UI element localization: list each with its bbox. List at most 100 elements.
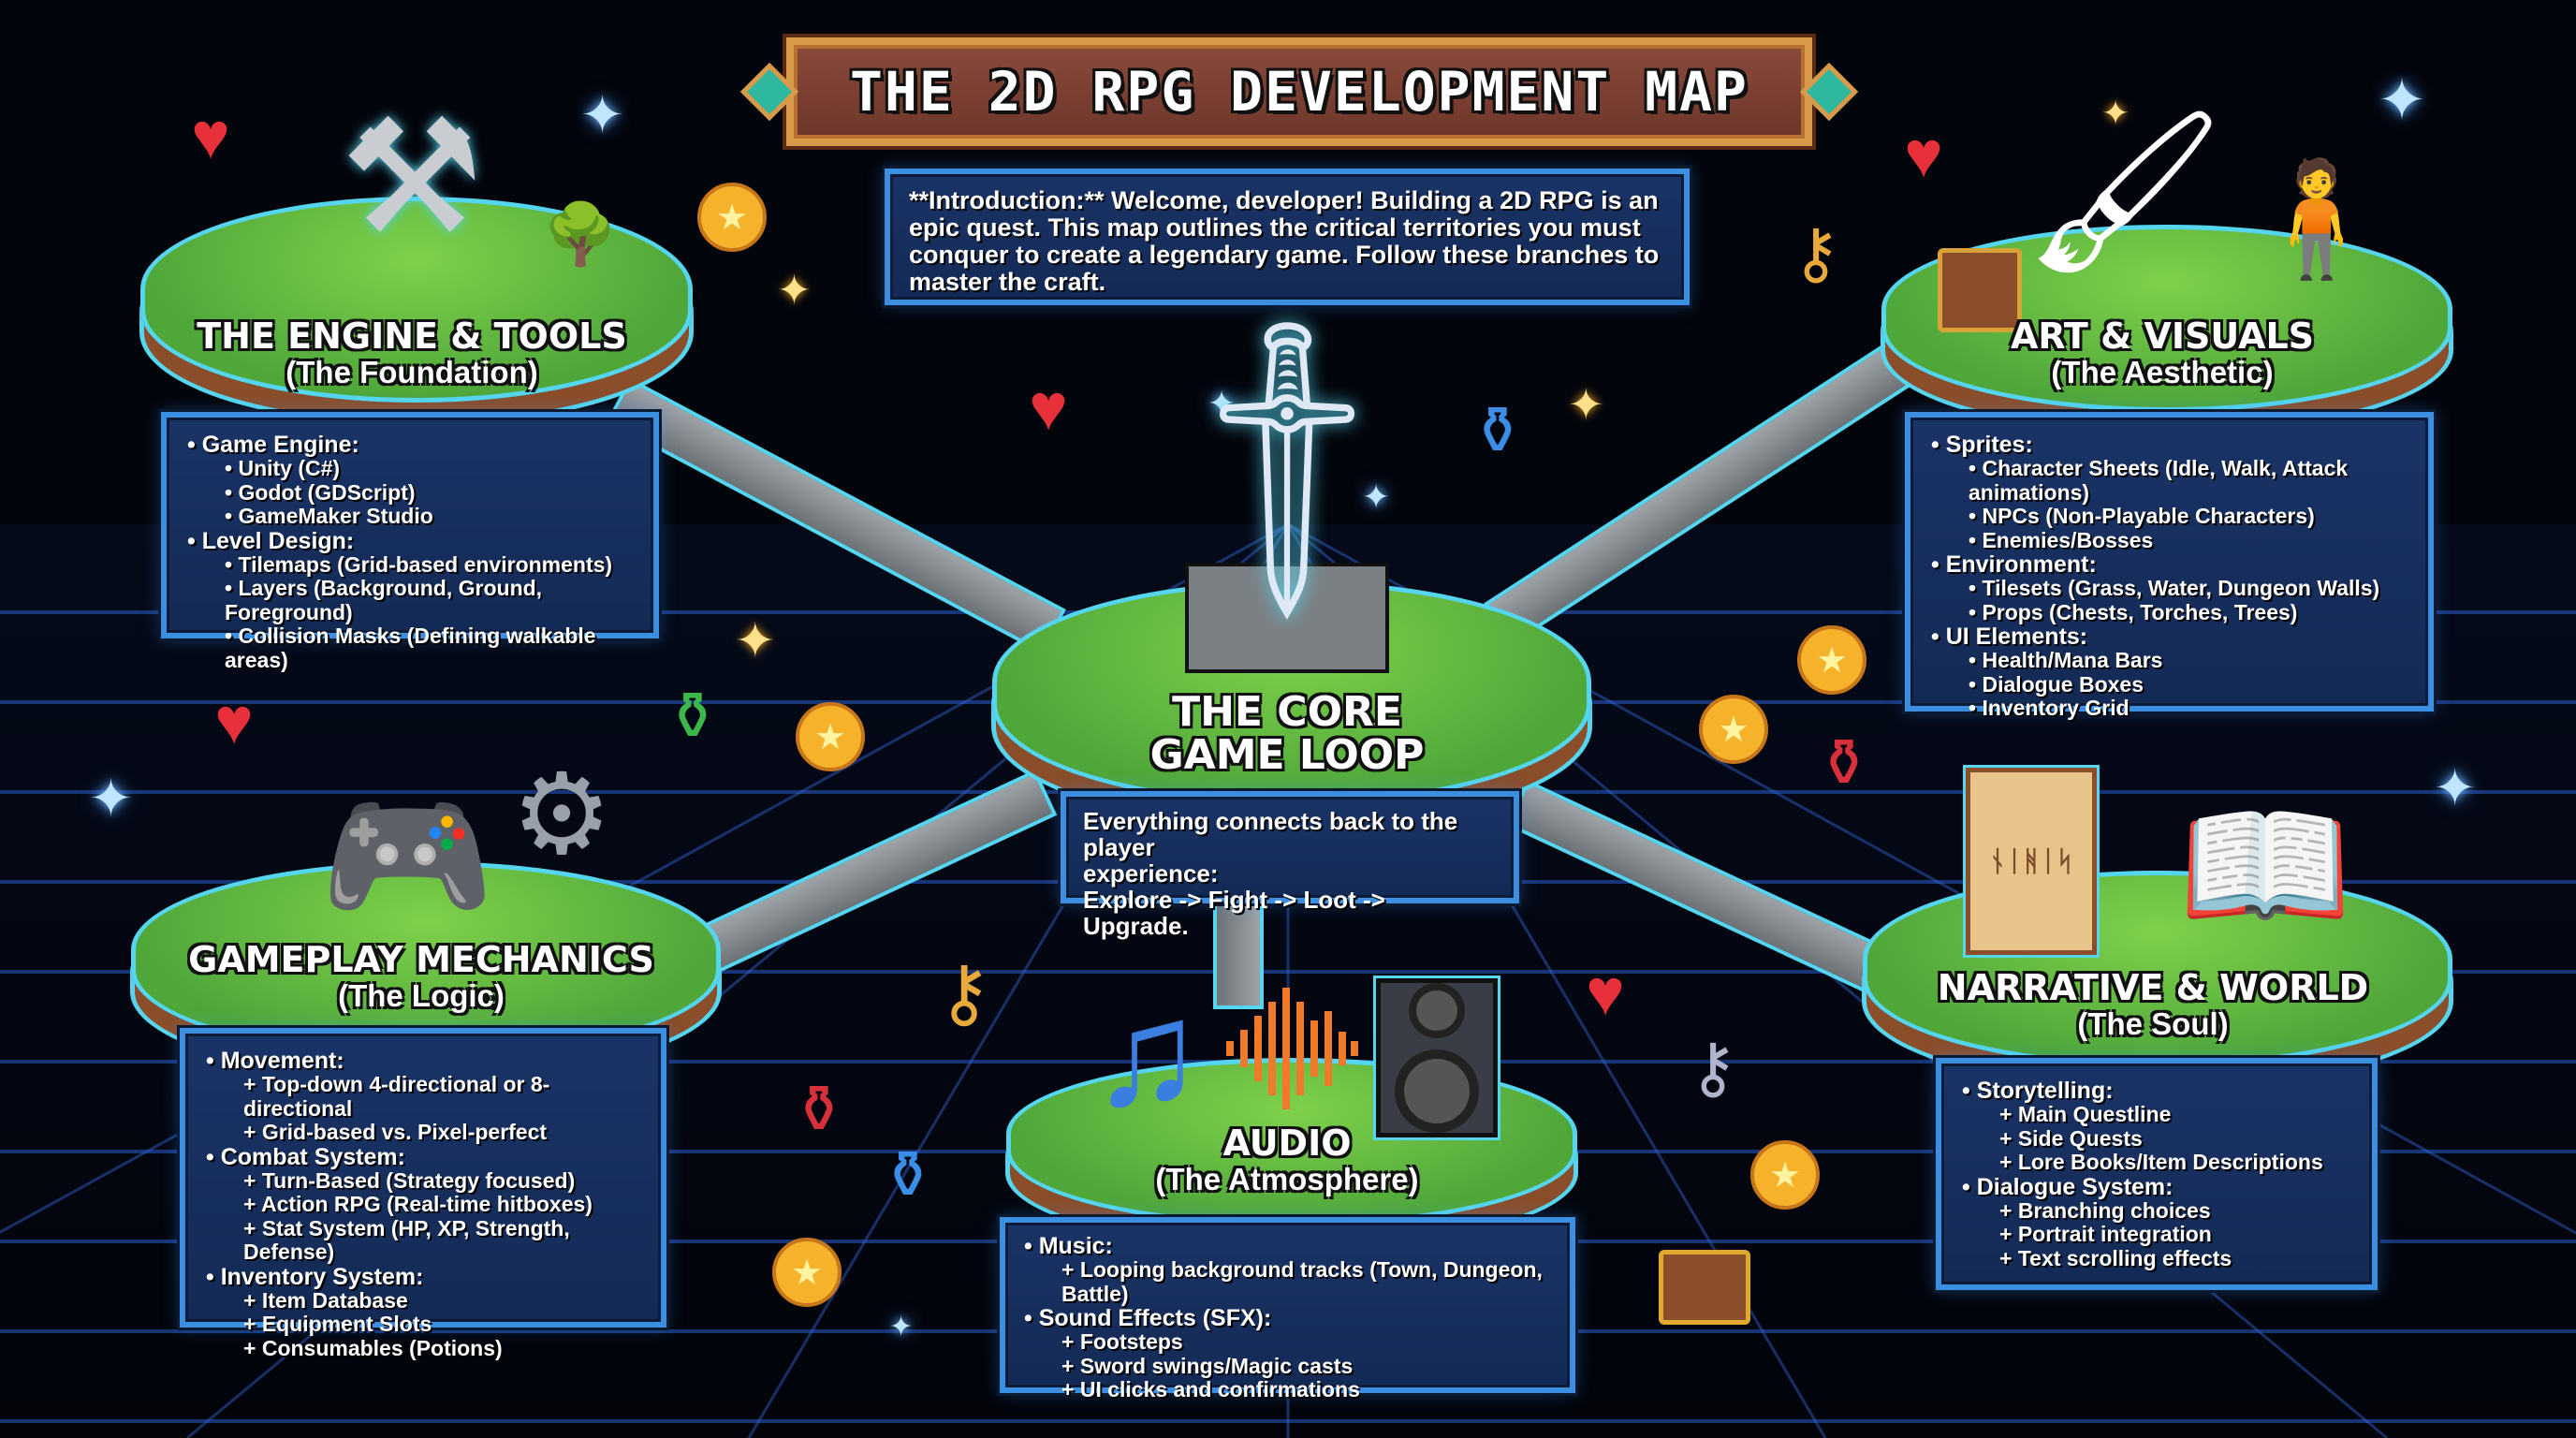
core-title: THE CORE GAME LOOP [1149, 688, 1425, 779]
list-item: Side Quests [1999, 1126, 2351, 1152]
list-item: Godot (GDScript) [225, 480, 633, 506]
potion-icon: ⚱ [665, 680, 721, 753]
gears-icon: ⚙ [511, 751, 612, 877]
tree-icon: 🌳 [543, 199, 618, 268]
island-mechanics [131, 861, 721, 1058]
scroll-icon: ᚾᛁᚻᛁᛋ [1966, 768, 2097, 955]
list-item: Inventory Grid [1969, 696, 2408, 721]
island-engine [140, 197, 693, 403]
mechanics-title: GAMEPLAY MECHANICS (The Logic) [188, 939, 654, 1013]
coin-icon: ★ [1699, 695, 1768, 764]
gem-icon [1799, 62, 1859, 122]
potion-icon: ⚱ [880, 1138, 936, 1211]
art-panel: Sprites: Character Sheets (Idle, Walk, A… [1905, 412, 2434, 720]
list-item: Looping background tracks (Town, Dungeon… [1061, 1257, 1551, 1306]
list-item: Layers (Background, Ground, Foreground) [225, 576, 633, 624]
list-item: Consumables (Potions) [243, 1336, 640, 1361]
list-item: Footsteps [1061, 1329, 1551, 1355]
sparkle-icon: ✦ [1362, 477, 1391, 516]
list-item: Turn-Based (Strategy focused) [243, 1168, 640, 1194]
list-item: Stat System (HP, XP, Strength, Defense) [243, 1216, 640, 1265]
audio-panel: Music: Looping background tracks (Town, … [1000, 1217, 1575, 1401]
list-item: Tilemaps (Grid-based environments) [225, 552, 633, 578]
list-item: Item Database [243, 1288, 640, 1313]
sparkle-icon: ✦ [2434, 760, 2477, 816]
sparkle-icon: ✦ [89, 769, 133, 828]
treasure-chest-icon [1659, 1250, 1750, 1325]
sparkle-icon: ✦ [777, 268, 812, 314]
sparkle-icon: ✦ [2101, 94, 2130, 132]
list-item: UI clicks and confirmations [1061, 1377, 1551, 1402]
core-panel: Everything connects back to the player e… [1061, 791, 1519, 939]
list-item: Sword swings/Magic casts [1061, 1354, 1551, 1379]
sparkle-icon: ✦ [2378, 68, 2426, 133]
coin-icon: ★ [796, 702, 865, 771]
list-item: Character Sheets (Idle, Walk, Attack ani… [1969, 456, 2408, 505]
list-item: Text scrolling effects [1999, 1246, 2351, 1271]
engine-panel: Game Engine: Unity (C#) Godot (GDScript)… [161, 412, 659, 671]
list-group: Music: Looping background tracks (Town, … [1024, 1233, 1551, 1306]
hero-sprite-icon: 🧍 [2247, 156, 2387, 282]
engine-title: THE ENGINE & TOOLS (The Foundation) [197, 315, 627, 389]
music-note-icon: ♫ [1090, 969, 1203, 1137]
sword-in-stone-icon: 🗡 [1105, 283, 1469, 683]
sparkle-icon: ✦ [735, 614, 776, 668]
coin-icon: ★ [772, 1238, 842, 1307]
coin-icon: ★ [697, 183, 767, 252]
list-group: Dialogue System: Branching choices Portr… [1962, 1174, 2351, 1271]
wrench-hammer-icon: ⚒ [340, 89, 484, 267]
list-item: Enemies/Bosses [1969, 528, 2408, 553]
list-item: Grid-based vs. Pixel-perfect [243, 1120, 640, 1145]
list-group: Inventory System: Item Database Equipmen… [206, 1264, 640, 1361]
game-controller-icon: 🎮 [319, 777, 495, 934]
list-item: Action RPG (Real-time hitboxes) [243, 1192, 640, 1217]
list-group: Environment: Tilesets (Grass, Water, Dun… [1931, 551, 2408, 625]
list-item: Tilesets (Grass, Water, Dungeon Walls) [1969, 576, 2408, 601]
sparkle-icon: ✦ [1568, 380, 1604, 429]
audio-title: AUDIO (The Atmosphere) [1155, 1123, 1419, 1196]
key-icon: ⚷ [936, 950, 992, 1034]
sparkle-icon: ✦ [1208, 384, 1237, 422]
potion-icon: ⚱ [791, 1073, 847, 1146]
list-item: Lore Books/Item Descriptions [1999, 1150, 2351, 1175]
potion-icon: ⚱ [1470, 394, 1526, 467]
list-item: Collision Masks (Defining walkable areas… [225, 624, 633, 672]
list-group: Movement: Top-down 4-directional or 8-di… [206, 1048, 640, 1145]
key-icon: ⚷ [1791, 216, 1841, 291]
list-item: Props (Chests, Torches, Trees) [1969, 600, 2408, 625]
list-item: Dialogue Boxes [1969, 672, 2408, 697]
sparkle-icon: ✦ [889, 1312, 914, 1343]
coin-icon: ★ [1797, 625, 1866, 695]
page-title: THE 2D RPG DEVELOPMENT MAP [850, 60, 1749, 124]
heart-icon: ♥ [1904, 118, 1943, 191]
list-group: Game Engine: Unity (C#) Godot (GDScript)… [187, 432, 633, 529]
paintbrush-icon: 🖌 [2024, 103, 2226, 281]
list-group: UI Elements: Health/Mana Bars Dialogue B… [1931, 624, 2408, 721]
list-group: Level Design: Tilemaps (Grid-based envir… [187, 528, 633, 673]
coin-icon: ★ [1750, 1140, 1820, 1210]
list-group: Combat System: Turn-Based (Strategy focu… [206, 1144, 640, 1265]
sparkle-icon: ✦ [580, 85, 624, 144]
list-group: Sound Effects (SFX): Footsteps Sword swi… [1024, 1305, 1551, 1402]
list-item: Top-down 4-directional or 8-directional [243, 1072, 640, 1121]
list-item: Health/Mana Bars [1969, 648, 2408, 673]
heart-icon: ♥ [1586, 956, 1625, 1029]
key-icon: ⚷ [1688, 1031, 1738, 1106]
narrative-title: NARRATIVE & WORLD (The Soul) [1937, 967, 2369, 1041]
speaker-icon [1376, 978, 1498, 1137]
open-book-icon: 📖 [2177, 786, 2353, 944]
list-group: Sprites: Character Sheets (Idle, Walk, A… [1931, 432, 2408, 553]
mechanics-panel: Movement: Top-down 4-directional or 8-di… [180, 1028, 666, 1359]
list-item: GameMaker Studio [225, 504, 633, 529]
gem-icon [739, 62, 799, 122]
title-banner: THE 2D RPG DEVELOPMENT MAP [739, 37, 1859, 146]
potion-icon: ⚱ [1816, 726, 1872, 800]
heart-icon: ♥ [1029, 371, 1068, 444]
list-item: Main Questline [1999, 1102, 2351, 1127]
list-item: Portrait integration [1999, 1222, 2351, 1247]
list-item: Equipment Slots [243, 1312, 640, 1337]
intro-panel: **Introduction:** Welcome, developer! Bu… [885, 169, 1690, 305]
heart-icon: ♥ [214, 684, 254, 757]
intro-text: **Introduction:** Welcome, developer! Bu… [909, 186, 1660, 296]
list-item: Branching choices [1999, 1198, 2351, 1224]
